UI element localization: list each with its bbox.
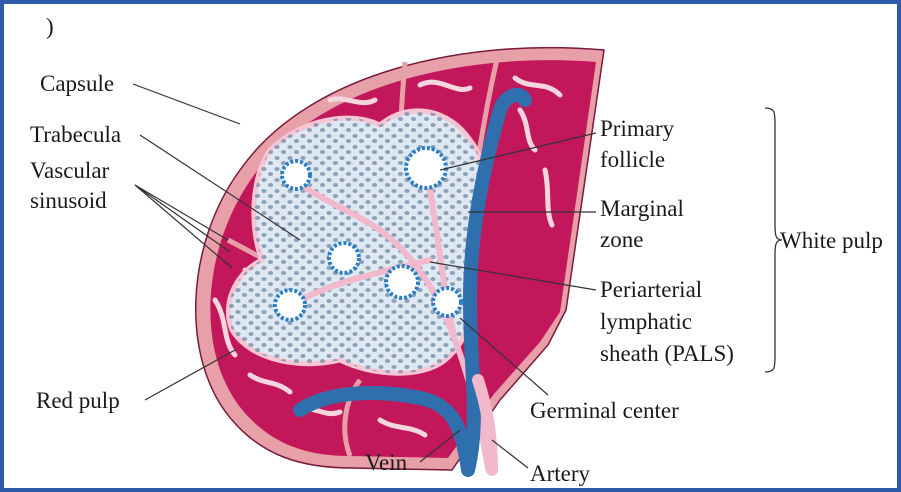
- label-vascular: Vascular: [30, 158, 110, 183]
- label-lymphatic: lymphatic: [600, 309, 692, 334]
- label-artery: Artery: [530, 461, 591, 486]
- label-vein: Vein: [365, 450, 408, 475]
- label-primary: Primary: [600, 116, 675, 141]
- label-follicle: follicle: [600, 147, 665, 172]
- label-sinusoid: sinusoid: [30, 188, 107, 213]
- label-capsule: Capsule: [40, 71, 114, 96]
- label-germinal-center: Germinal center: [530, 398, 679, 423]
- label-zone: zone: [600, 227, 643, 252]
- corner-mark: ): [46, 14, 54, 39]
- label-marginal: Marginal: [600, 196, 684, 221]
- label-periarterial: Periarterial: [600, 277, 702, 302]
- label-trabecula: Trabecula: [30, 122, 121, 147]
- label-red-pulp: Red pulp: [36, 388, 120, 413]
- label-white-pulp: White pulp: [780, 228, 883, 253]
- label-sheath-pals: sheath (PALS): [600, 341, 734, 366]
